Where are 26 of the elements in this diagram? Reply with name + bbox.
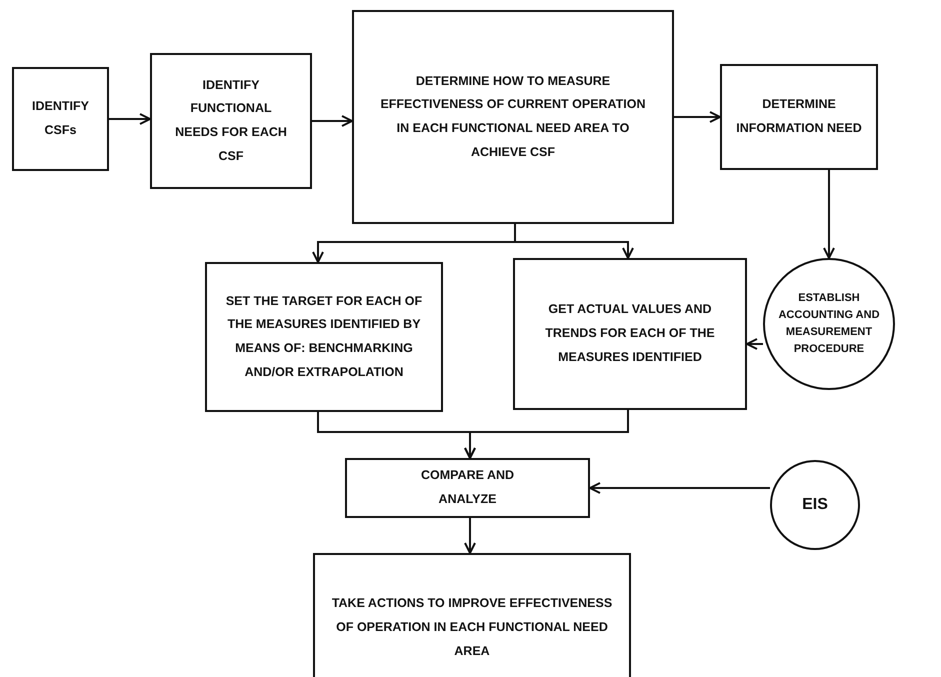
arrow [823,170,835,259]
step-text: COMPARE AND ANALYZE [420,467,516,508]
process-box [513,258,747,410]
step-text: IDENTIFY FUNCTIONAL NEEDS FOR EACH CSF [174,76,288,165]
step-text: GET ACTUAL VALUES AND TRENDS FOR EACH OF THE MEASURES IDENTIFIED [544,301,716,366]
step-text: DETERMINE HOW TO MEASURE EFFECTIVENESS OF CURRENT OPERATION IN EACH FUNCTIONAL NEED AREA TO ACHIEVE CSF [379,72,647,161]
process-box [313,553,631,677]
arrow [464,518,476,554]
step-text: ESTABLISH ACCOUNTING AND MEASUREMENT PROCEDURE [777,290,881,358]
process-box [345,458,590,518]
step-text: IDENTIFY CSFs [31,98,90,139]
arrow [312,115,353,127]
process-box [12,67,109,171]
step-text: DETERMINE INFORMATION NEED [735,96,863,137]
process-box [150,53,312,189]
process-box [205,262,443,412]
step-text: EIS [801,494,829,515]
process-box [352,10,674,224]
arrow [589,482,770,494]
arrow [109,113,151,125]
arrow [746,338,763,350]
arrow [464,410,629,459]
arrow [674,111,721,123]
step-text: TAKE ACTIONS TO IMPROVE EFFECTIVENESS OF OPERATION IN EACH FUNCTIONAL NEED AREA [330,595,614,660]
step-text: SET THE TARGET FOR EACH OF THE MEASURES IDENTIFIED BY MEANS OF: BENCHMARKING AND/OR EXTRAPOLATION [224,292,424,381]
process-box [720,64,878,170]
